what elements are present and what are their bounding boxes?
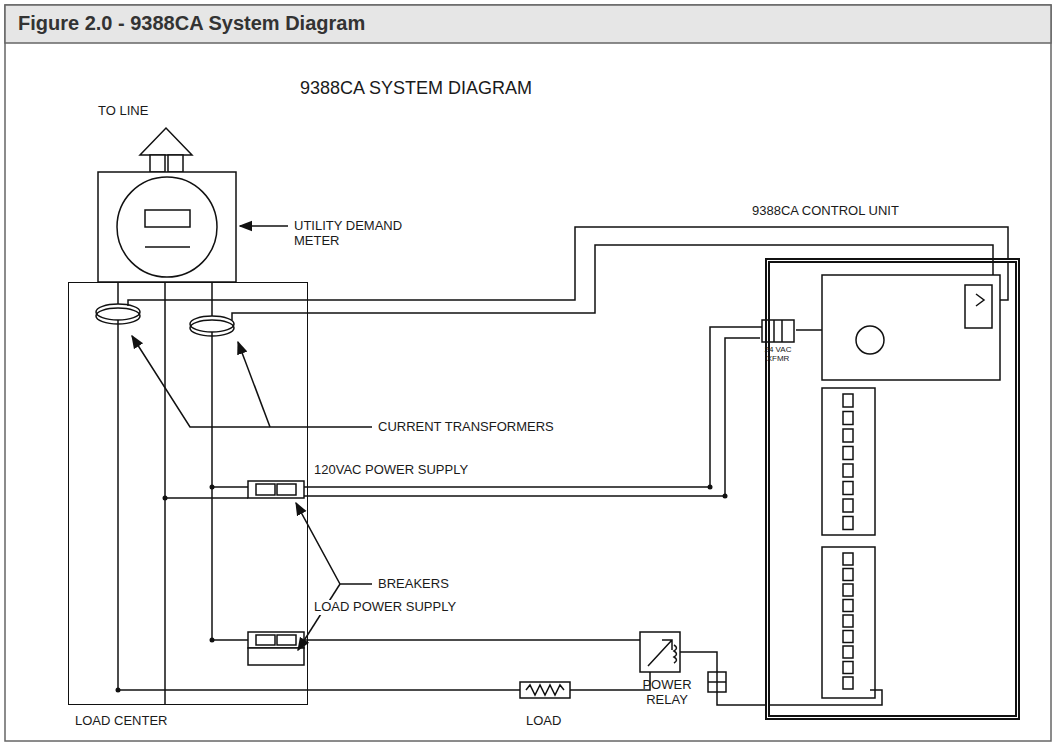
transformer-symbol (773, 320, 775, 342)
current-transformer (190, 316, 234, 332)
meter-socket (150, 155, 165, 172)
xfmr-wire (796, 329, 822, 331)
breaker-toggle (256, 635, 275, 645)
relay-coil (674, 645, 677, 663)
node-label: 24 VAC XFMR (762, 345, 794, 363)
ct-wire (128, 300, 308, 306)
wire-connector (680, 652, 765, 705)
terminal (843, 482, 853, 495)
junction-dot (116, 688, 121, 693)
load-resistor: LOAD (520, 682, 570, 698)
meter-display (145, 210, 190, 227)
terminal (843, 394, 853, 407)
breaker (248, 648, 304, 665)
callout-label: LOAD POWER SUPPLY (312, 600, 458, 615)
resistor-zigzag (526, 685, 564, 695)
diagram-heading: 9388CA SYSTEM DIAGRAM (298, 78, 534, 99)
junction-dot (723, 494, 728, 499)
terminal-strip (822, 388, 875, 535)
breaker (248, 481, 304, 498)
breaker-toggle (256, 484, 275, 495)
wire-connector (308, 639, 640, 641)
terminal (843, 600, 853, 612)
terminal (843, 412, 853, 425)
node-label: 9388CA CONTROL UNIT (752, 204, 899, 219)
terminal (843, 517, 853, 530)
supply-wire (304, 338, 760, 496)
line-arrow (140, 128, 192, 155)
leader-line (132, 336, 372, 427)
wire-connector (308, 689, 520, 691)
load-center: LOAD CENTER (68, 282, 308, 705)
service-wire (164, 282, 166, 705)
meter-mark (145, 246, 190, 248)
transformer-symbol (781, 320, 783, 342)
terminal (843, 569, 853, 581)
callout-label: 120VAC POWER SUPPLY (312, 463, 470, 478)
junction-dot (210, 485, 215, 490)
breaker-toggle (277, 635, 296, 645)
control-module (822, 275, 1000, 380)
indicator (856, 326, 884, 354)
terminal (843, 584, 853, 596)
header-bar (5, 5, 1051, 43)
wire-connector (308, 227, 1008, 300)
power-relay: POWER RELAY (640, 632, 680, 672)
terminal (843, 464, 853, 477)
junction-dot (210, 638, 215, 643)
terminal-strip (822, 547, 875, 698)
ct-terminal (965, 285, 992, 328)
control-unit: 9388CA CONTROL UNIT24 VAC XFMR (765, 258, 1020, 720)
node-label: LOAD CENTER (75, 714, 167, 729)
meter-dial (117, 177, 217, 277)
current-transformer (96, 304, 140, 320)
figure-frame (5, 5, 1051, 741)
service-wire (117, 282, 119, 690)
terminal (843, 429, 853, 442)
wire-connector (308, 327, 762, 487)
junction-dot (163, 496, 168, 501)
terminal (843, 662, 853, 674)
callout-label: UTILITY DEMAND METER (292, 219, 408, 249)
current-transformer (96, 308, 140, 324)
callout-label: BREAKERS (376, 577, 451, 592)
meter-box (98, 172, 236, 282)
relay-wire (769, 690, 882, 705)
callout-label: CURRENT TRANSFORMERS (376, 420, 556, 435)
terminal (843, 677, 853, 689)
leader-line (240, 225, 288, 227)
leader-line (238, 342, 270, 427)
supply-wire (118, 689, 308, 691)
meter-socket (168, 155, 183, 172)
relay-symbol (640, 632, 680, 672)
callout-label: TO LINE (96, 104, 150, 119)
node-label: POWER RELAY (638, 678, 696, 708)
breaker (248, 632, 304, 648)
ct-terminal (976, 294, 984, 306)
figure-title: Figure 2.0 - 9388CA System Diagram (18, 12, 365, 35)
feed-wire (212, 486, 248, 488)
terminal (843, 646, 853, 658)
terminal (843, 499, 853, 512)
terminal (843, 631, 853, 643)
terminal (843, 447, 853, 460)
terminal (843, 615, 853, 627)
resistor-symbol (520, 682, 570, 698)
relay-contact (648, 640, 672, 666)
node-label: LOAD (526, 714, 561, 729)
transformer: 24 VAC XFMR (762, 320, 794, 342)
feed-wire (212, 639, 248, 641)
feed-wire (165, 497, 248, 499)
wire-connector (570, 672, 650, 690)
terminal (843, 553, 853, 565)
breaker-toggle (277, 484, 296, 495)
current-transformer (190, 320, 234, 336)
